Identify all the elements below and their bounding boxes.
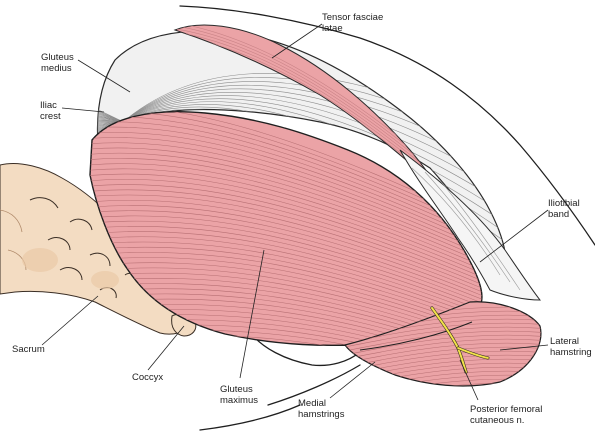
posterior-femoral-cutaneous-nerve xyxy=(430,306,490,374)
leader-lines xyxy=(41,23,549,401)
label-sacrum: Sacrum xyxy=(12,344,45,355)
iliotibial-band xyxy=(399,149,542,301)
body-contour xyxy=(179,5,595,431)
label-coccyx: Coccyx xyxy=(132,372,164,383)
